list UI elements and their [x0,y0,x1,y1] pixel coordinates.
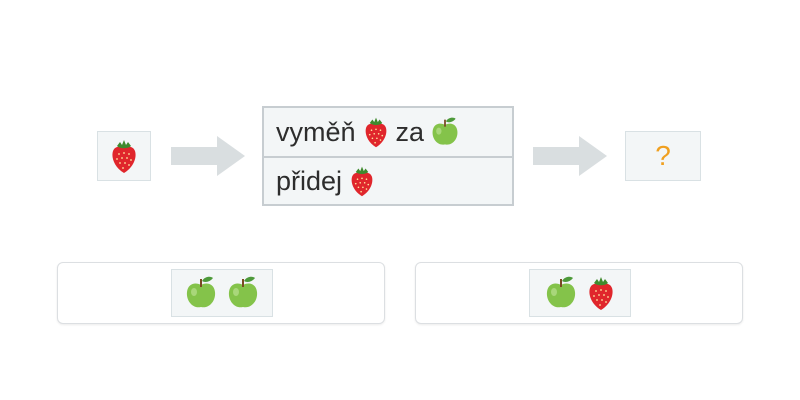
strawberry-icon [112,140,136,173]
answer-items [529,269,631,317]
strawberry-icon [365,117,386,148]
apple-icon [546,276,576,308]
strawberry-icon [351,166,373,197]
arrow-right-icon [533,136,607,176]
answer-option-a[interactable] [57,262,385,324]
arrow-right-icon [171,136,245,176]
command-connector: za [395,116,425,147]
command-swap: vyměň za [264,108,512,156]
command-verb: vyměň [276,116,356,147]
output-tile: ? [625,131,701,181]
question-mark: ? [655,140,671,171]
input-tile [97,131,151,181]
command-verb: přidej [276,165,343,196]
command-add: přidej [264,156,512,204]
apple-icon [186,276,216,308]
answer-items [171,269,273,317]
strawberry-icon [589,277,613,310]
apple-icon [432,117,458,145]
apple-icon [228,276,258,308]
program-box: vyměň za přidej [262,106,514,206]
answer-option-b[interactable] [415,262,743,324]
